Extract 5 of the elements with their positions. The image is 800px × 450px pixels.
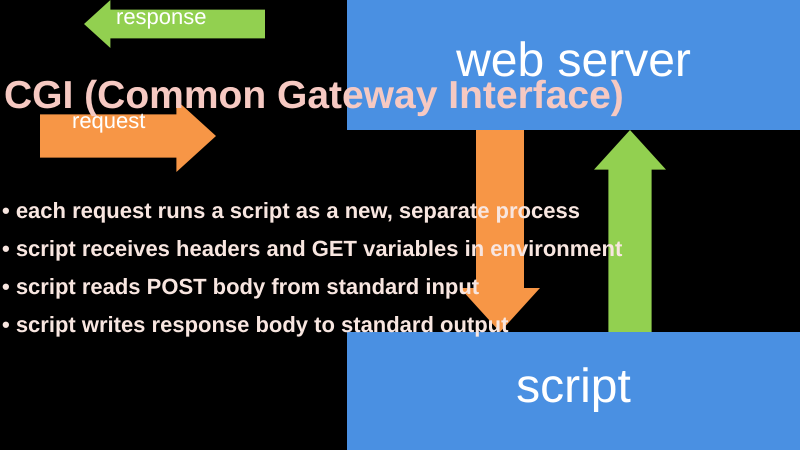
box-label: script [516,363,631,411]
block-arrow [84,0,265,48]
block-arrow [594,130,666,332]
arrow-label: response [116,6,207,28]
block-arrow [460,130,540,332]
